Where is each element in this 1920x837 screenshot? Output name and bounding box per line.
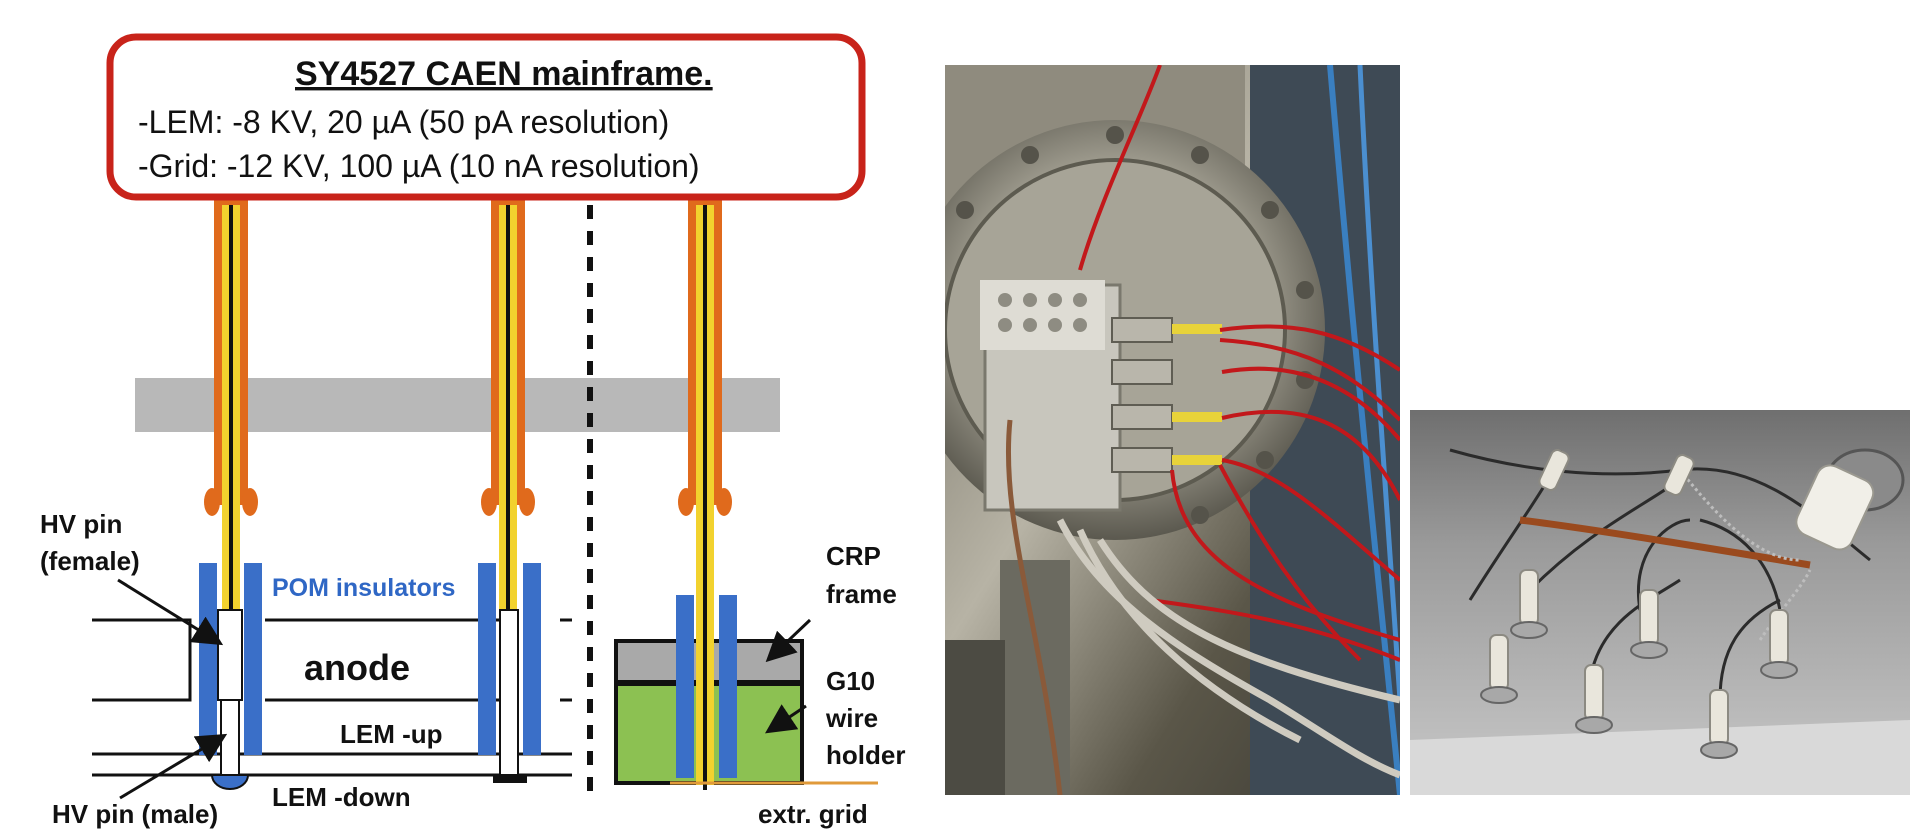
label-g10-3: holder — [826, 740, 905, 770]
pom-insulator-2 — [478, 563, 541, 783]
arrow-hv-female — [117, 578, 224, 646]
label-extr-grid: extr. grid — [758, 799, 868, 829]
label-hv-pin-female-2: (female) — [40, 546, 140, 576]
label-anode: anode — [304, 647, 410, 688]
arrow-g10 — [765, 704, 807, 734]
label-g10-1: G10 — [826, 666, 875, 696]
mainframe-lem-spec: -LEM: -8 KV, 20 µA (50 pA resolution) — [138, 104, 669, 140]
mainframe-title: SY4527 CAEN mainframe. — [295, 55, 713, 93]
pom-insulator-1 — [199, 563, 262, 790]
label-hv-pin-male: HV pin (male) — [52, 799, 218, 829]
label-hv-pin-female-1: HV pin — [40, 509, 122, 539]
label-crp-2: frame — [826, 579, 897, 609]
label-pom-insulators: POM insulators — [272, 574, 455, 602]
mainframe-grid-spec: -Grid: -12 KV, 100 µA (10 nA resolution) — [138, 148, 700, 184]
label-g10-2: wire — [825, 703, 878, 733]
schematic-diagram: HV pin (female) POM insulators anode LEM… — [40, 195, 905, 829]
power-supply-box: SY4527 CAEN mainframe. -LEM: -8 KV, 20 µ… — [106, 33, 866, 201]
photo-feedthrough-flange — [945, 65, 1400, 795]
arrow-crp-frame — [765, 618, 812, 663]
photo-hv-pins — [1410, 410, 1910, 795]
label-lem-up: LEM -up — [340, 719, 443, 749]
arrow-hv-male — [119, 733, 228, 800]
crp-frame — [614, 595, 878, 790]
label-crp-1: CRP — [826, 541, 881, 571]
label-lem-down: LEM -down — [272, 782, 411, 812]
